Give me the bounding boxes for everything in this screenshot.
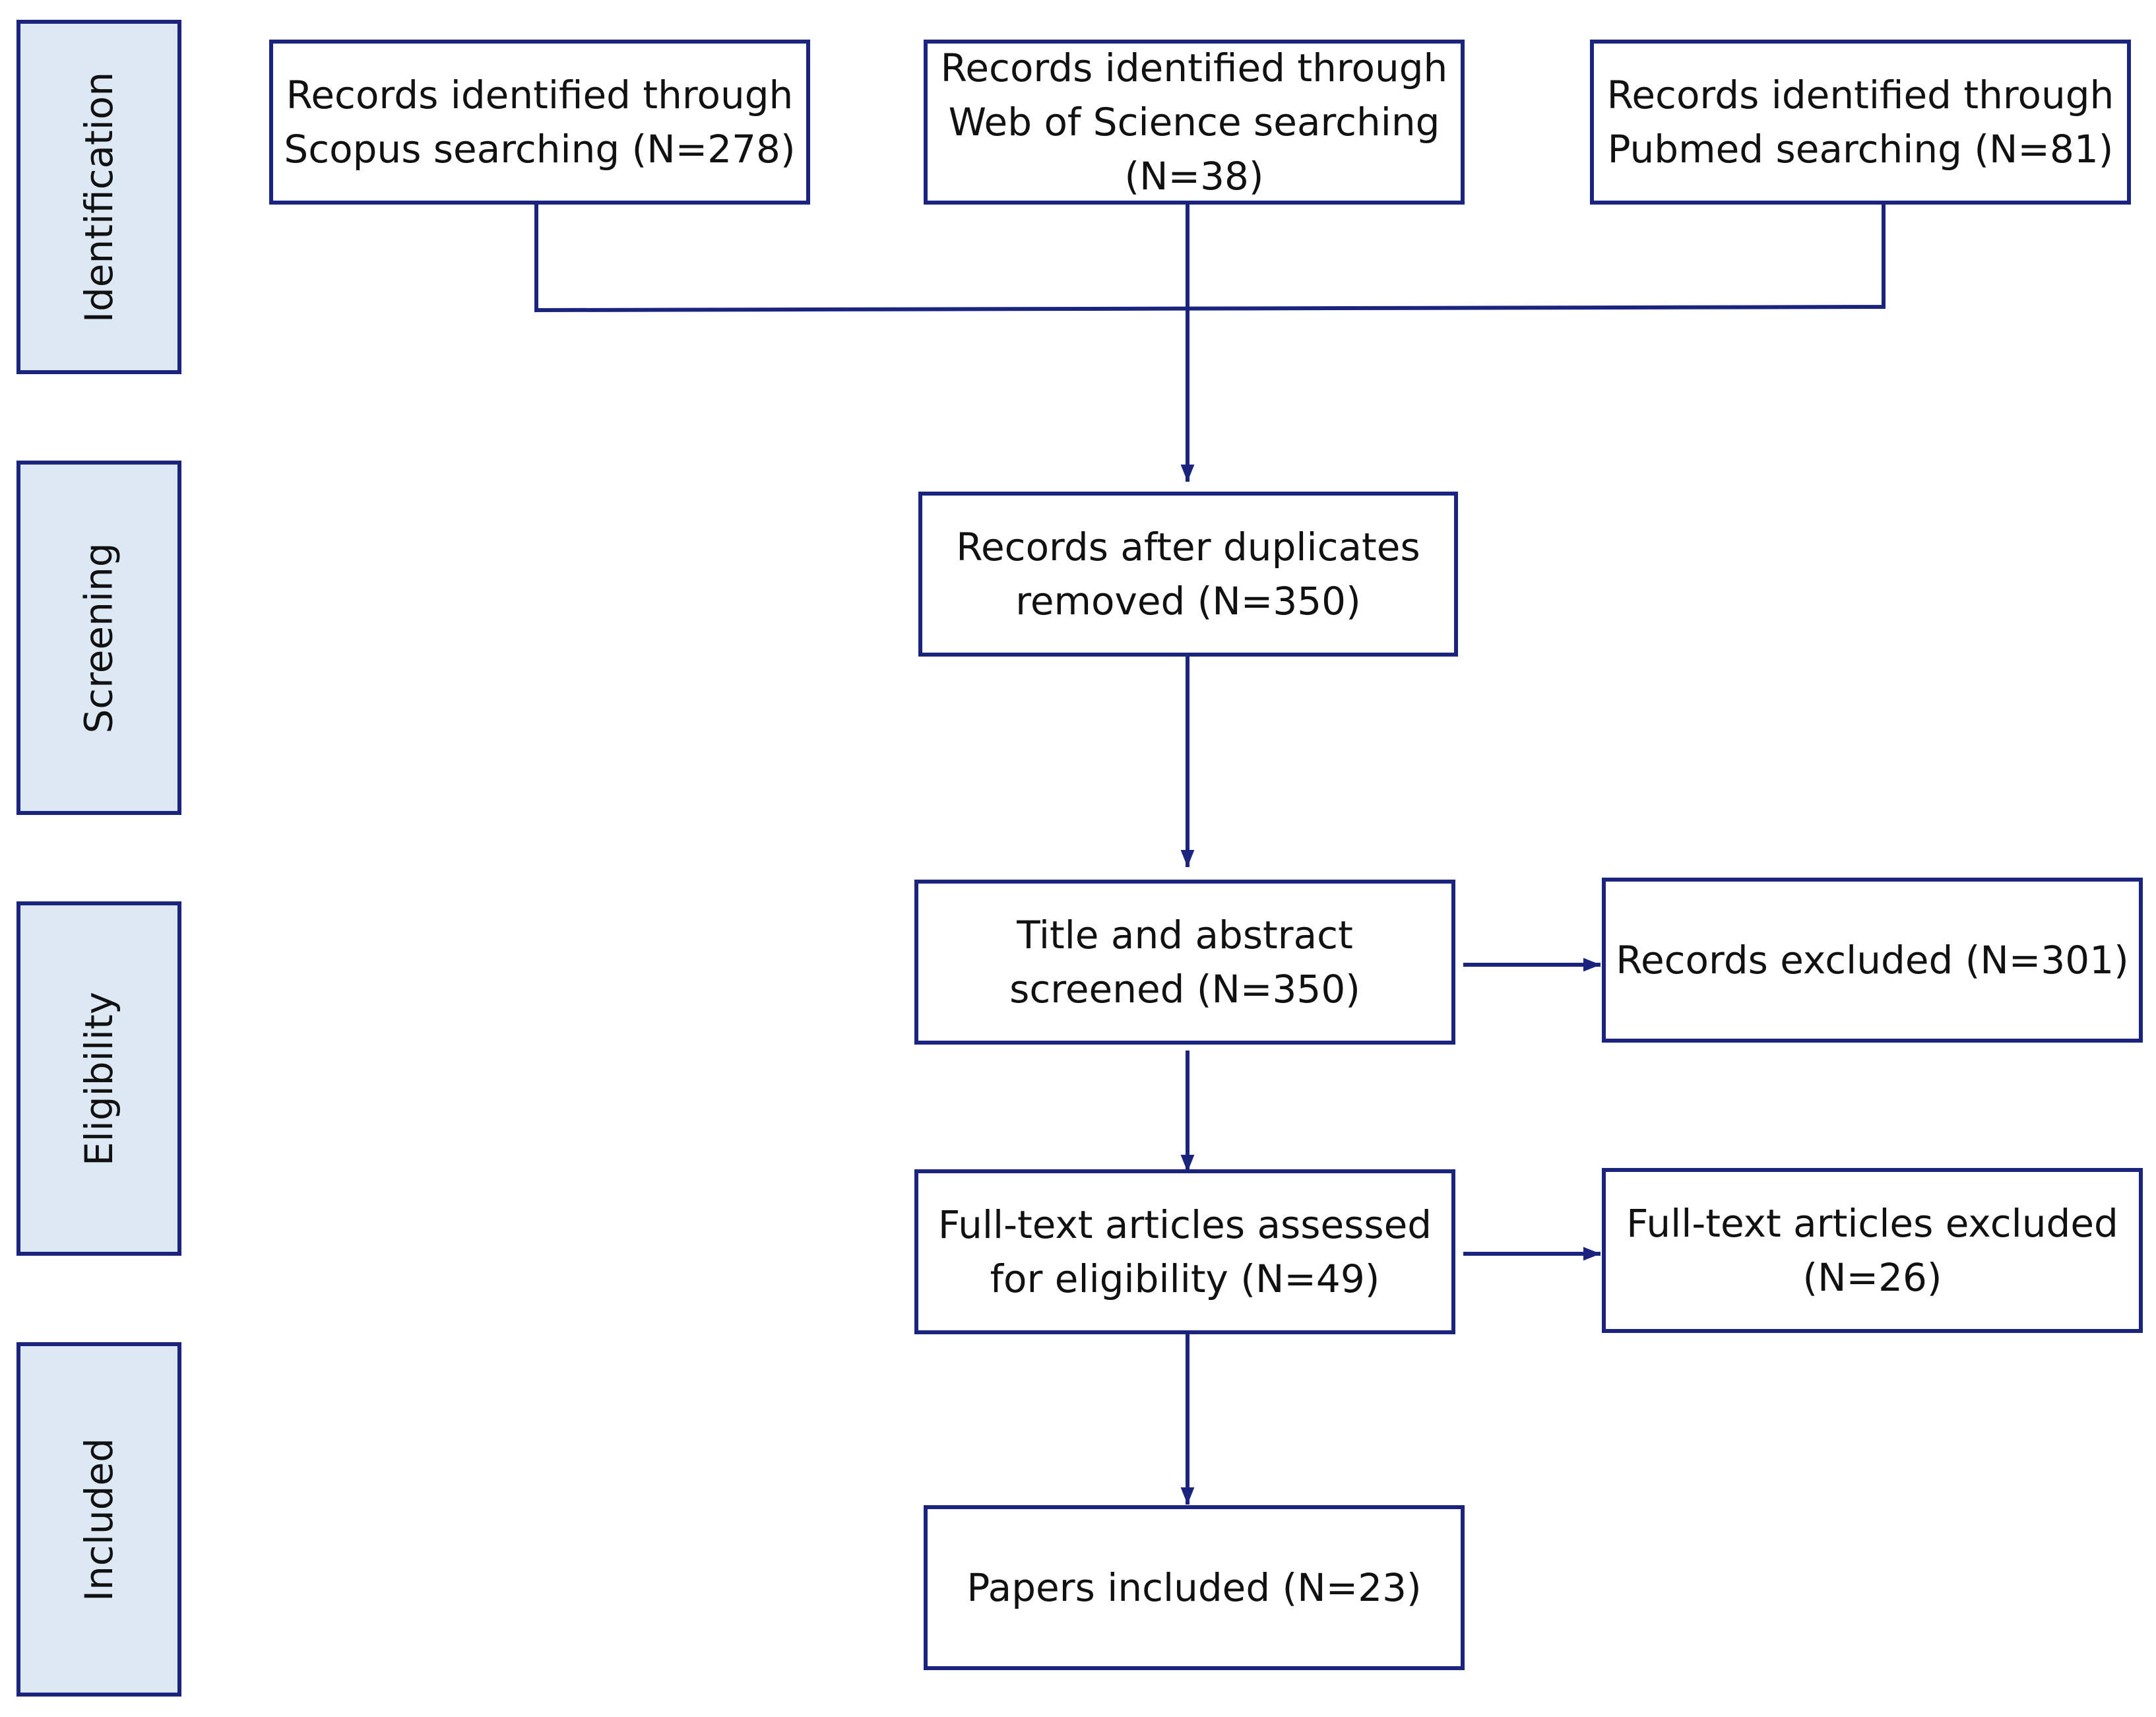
box-fulltext-assessed: Full-text articles assessed for eligibil… — [914, 1169, 1455, 1334]
box-wos-records: Records identified through Web of Scienc… — [924, 40, 1465, 205]
stage-label: Screening — [77, 542, 121, 734]
stage-included: Included — [16, 1342, 181, 1697]
box-fulltext-excluded: Full-text articles excluded (N=26) — [1602, 1168, 2143, 1333]
stage-screening: Screening — [16, 461, 181, 815]
stage-label: Eligibility — [77, 991, 121, 1166]
box-scopus-records: Records identified through Scopus search… — [269, 40, 810, 205]
box-pubmed-records: Records identified through Pubmed search… — [1590, 40, 2131, 205]
stage-label: Included — [77, 1437, 122, 1602]
connector-scopus-merge — [534, 203, 1886, 313]
box-duplicates-removed: Records after duplicates removed (N=350) — [918, 492, 1458, 657]
stage-label: Identification — [77, 71, 122, 323]
box-papers-included: Papers included (N=23) — [924, 1505, 1465, 1670]
stage-eligibility: Eligibility — [16, 901, 181, 1256]
stage-identification: Identification — [16, 20, 181, 374]
box-records-excluded: Records excluded (N=301) — [1602, 878, 2143, 1043]
box-title-abstract-screened: Title and abstract screened (N=350) — [914, 880, 1455, 1045]
